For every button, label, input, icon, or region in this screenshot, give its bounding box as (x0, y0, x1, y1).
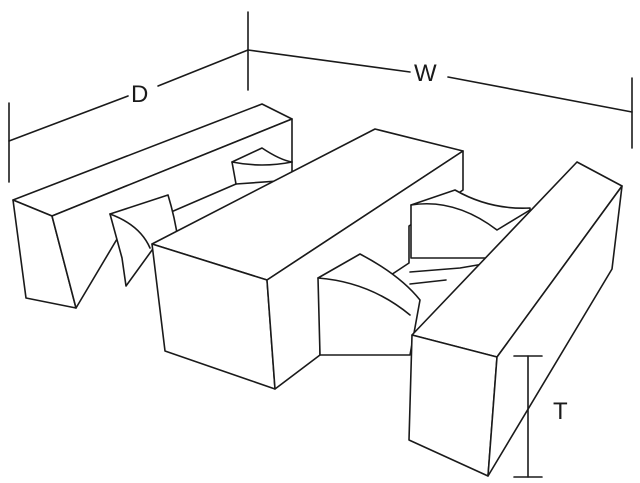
back-right-saddle-curve (410, 202, 531, 231)
front-right-saddle-face (317, 253, 421, 356)
thickness-label: T (553, 398, 568, 425)
saddle-ledge-line-2 (409, 279, 447, 285)
width-label: W (414, 60, 437, 87)
depth-dim-line-a (8, 95, 129, 142)
right-saddles (317, 189, 531, 356)
right-block-front-face (408, 334, 498, 477)
right-block-side-face (487, 185, 623, 477)
left-saddle (109, 147, 293, 287)
dimension-depth: D (8, 11, 249, 183)
depth-label: D (131, 81, 148, 108)
back-saddle-curve (231, 161, 293, 166)
front-right-saddle-curve (317, 277, 411, 316)
left-saddle-curve (109, 213, 151, 249)
width-dim-line-a (247, 49, 411, 73)
depth-dim-line-b (157, 49, 249, 87)
dimension-thickness: T (513, 355, 568, 478)
left-saddle-face (109, 194, 179, 287)
right-block (408, 161, 623, 477)
width-dim-line-b (447, 76, 633, 113)
dimension-width: W (247, 49, 633, 149)
